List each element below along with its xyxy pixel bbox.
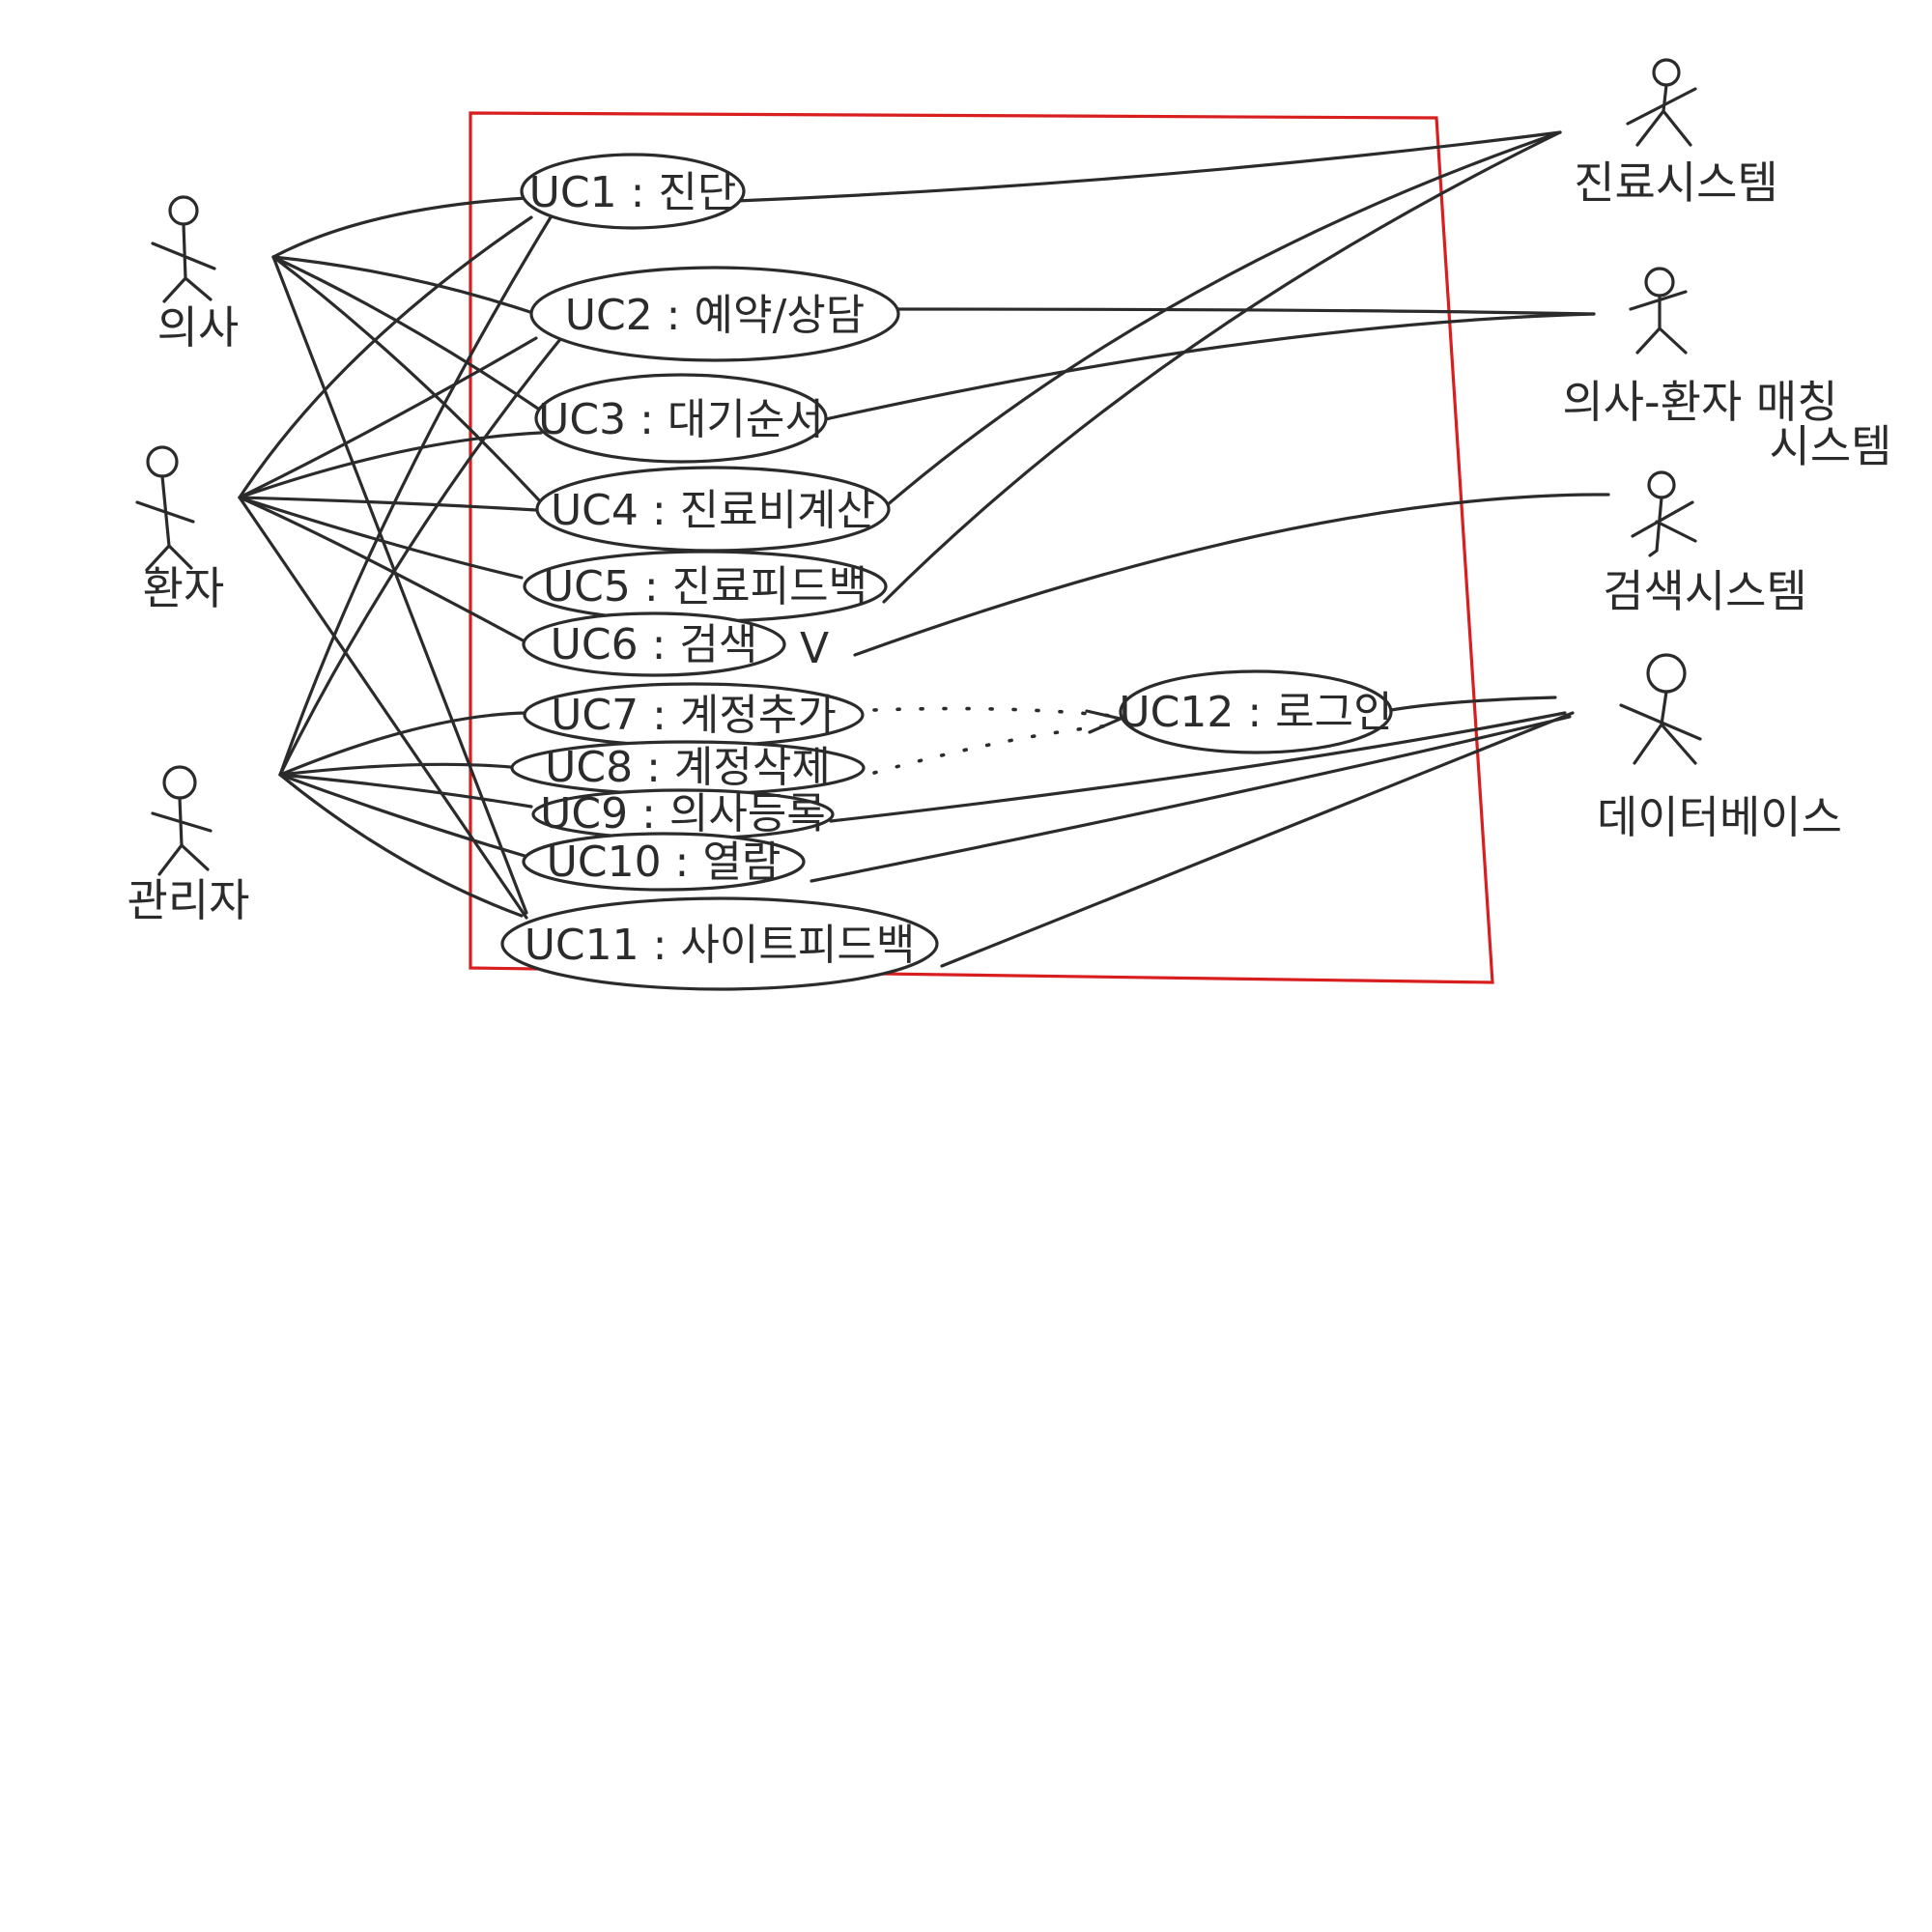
uc1-label: UC1 : 진단	[529, 168, 737, 217]
use-case-uc9: UC9 : 의사등록	[531, 788, 835, 840]
uc7-label: UC7 : 계정추가	[551, 691, 837, 740]
stick-figure-icon	[1619, 653, 1702, 765]
uc8-label: UC8 : 계정삭제	[545, 743, 831, 792]
use-case-uc5: UC5 : 진료피드백	[523, 550, 888, 623]
actor-doctor-label: 의사	[157, 301, 240, 354]
use-case-uc6: UC6 : 검색	[522, 611, 786, 677]
actor-database-label: 데이터베이스	[1597, 791, 1842, 843]
actor-admin-label: 관리자	[128, 874, 250, 926]
actor-patient: 환자	[135, 445, 225, 614]
use-case-uc2: UC2 : 예약/상담	[529, 266, 900, 362]
actor-admin: 관리자	[128, 765, 250, 926]
use-case-uc11: UC11 : 사이트피드백	[500, 896, 939, 991]
stick-figure-icon	[151, 765, 213, 876]
actor-matching-system-label-2: 시스템	[1770, 420, 1892, 472]
uc6-label: UC6 : 검색	[551, 620, 758, 669]
actor-search-system-label: 검색시스템	[1603, 565, 1807, 617]
include-arrowhead	[1085, 709, 1122, 734]
actor-treatment-system: 진료시스템	[1574, 58, 1778, 209]
association-lines	[238, 130, 1610, 968]
actor-database: 데이터베이스	[1597, 653, 1842, 843]
use-cases: UC1 : 진단 UC2 : 예약/상담 UC3 : 대기순서 UC4 : 진료…	[500, 153, 1393, 991]
stick-figure-icon	[151, 195, 216, 303]
use-case-uc12: UC12 : 로그인	[1119, 669, 1393, 754]
stick-figure-icon	[1631, 470, 1697, 557]
uc11-label: UC11 : 사이트피드백	[525, 921, 916, 970]
use-case-uc10: UC10 : 열람	[522, 832, 806, 892]
uc3-label: UC3 : 대기순서	[538, 395, 824, 444]
uc12-label: UC12 : 로그인	[1119, 688, 1392, 737]
actor-search-system: 검색시스템	[1603, 470, 1807, 617]
uc5-label: UC5 : 진료피드백	[543, 562, 867, 611]
uc4-label: UC4 : 진료비계산	[551, 486, 875, 535]
actor-doctor: 의사	[151, 195, 240, 354]
use-case-uc7: UC7 : 계정추가	[523, 682, 865, 748]
uc9-label: UC9 : 의사등록	[540, 789, 826, 838]
include-relations	[872, 706, 1122, 775]
actor-patient-label: 환자	[143, 562, 225, 614]
actor-matching-system: 의사-환자 매칭 시스템	[1562, 267, 1892, 472]
use-case-uc4: UC4 : 진료비계산	[535, 466, 891, 553]
actor-treatment-system-label: 진료시스템	[1574, 156, 1778, 209]
uc10-label: UC10 : 열람	[547, 838, 781, 887]
system-boundary	[469, 111, 1494, 984]
use-case-uc8: UC8 : 계정삭제	[510, 740, 866, 796]
use-case-uc1: UC1 : 진단	[520, 153, 746, 230]
uc2-label: UC2 : 예약/상담	[565, 291, 865, 340]
stick-figure-icon	[135, 445, 195, 572]
use-case-uc3: UC3 : 대기순서	[534, 373, 828, 464]
stick-figure-icon	[1626, 58, 1697, 147]
stray-mark: V	[800, 624, 829, 673]
stick-figure-icon	[1629, 267, 1688, 355]
actor-matching-system-label-1: 의사-환자 매칭	[1562, 376, 1837, 428]
